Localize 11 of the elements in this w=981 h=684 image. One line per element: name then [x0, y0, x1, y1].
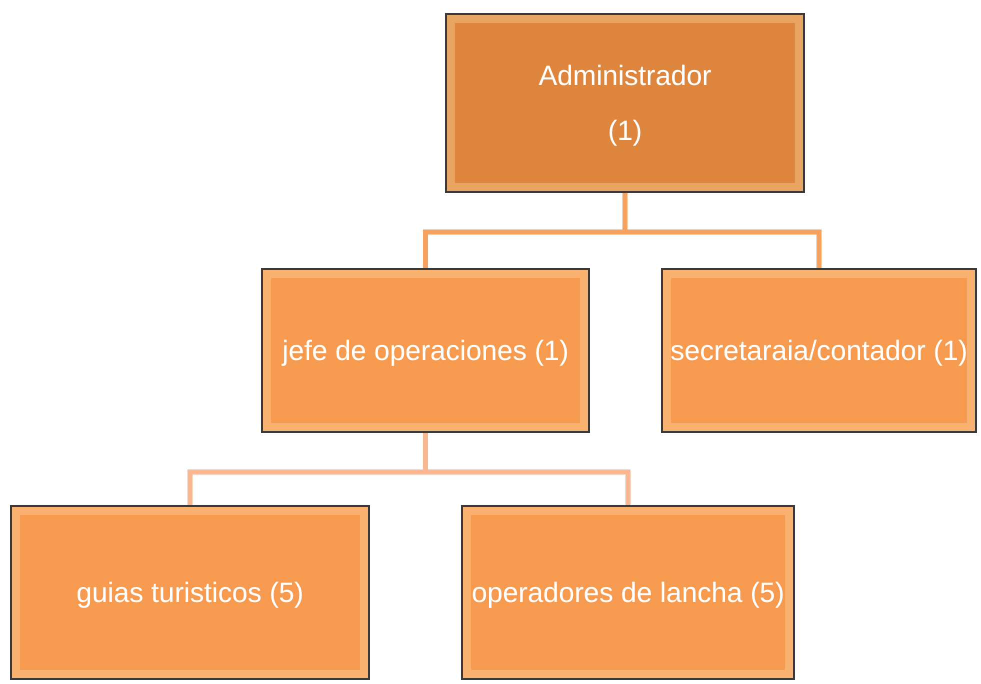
org-box — [445, 13, 805, 193]
org-box — [661, 268, 977, 433]
org-box — [10, 505, 370, 680]
role-label: operadores de lancha (5) — [470, 576, 786, 610]
role-label: (1) — [606, 114, 644, 148]
org-box — [461, 505, 795, 680]
role-label: secretaraia/contador (1) — [669, 334, 969, 368]
role-label: jefe de operaciones (1) — [280, 334, 570, 368]
role-label: guias turisticos (5) — [75, 576, 305, 610]
org-box — [261, 268, 590, 433]
role-label: Administrador — [538, 59, 712, 93]
